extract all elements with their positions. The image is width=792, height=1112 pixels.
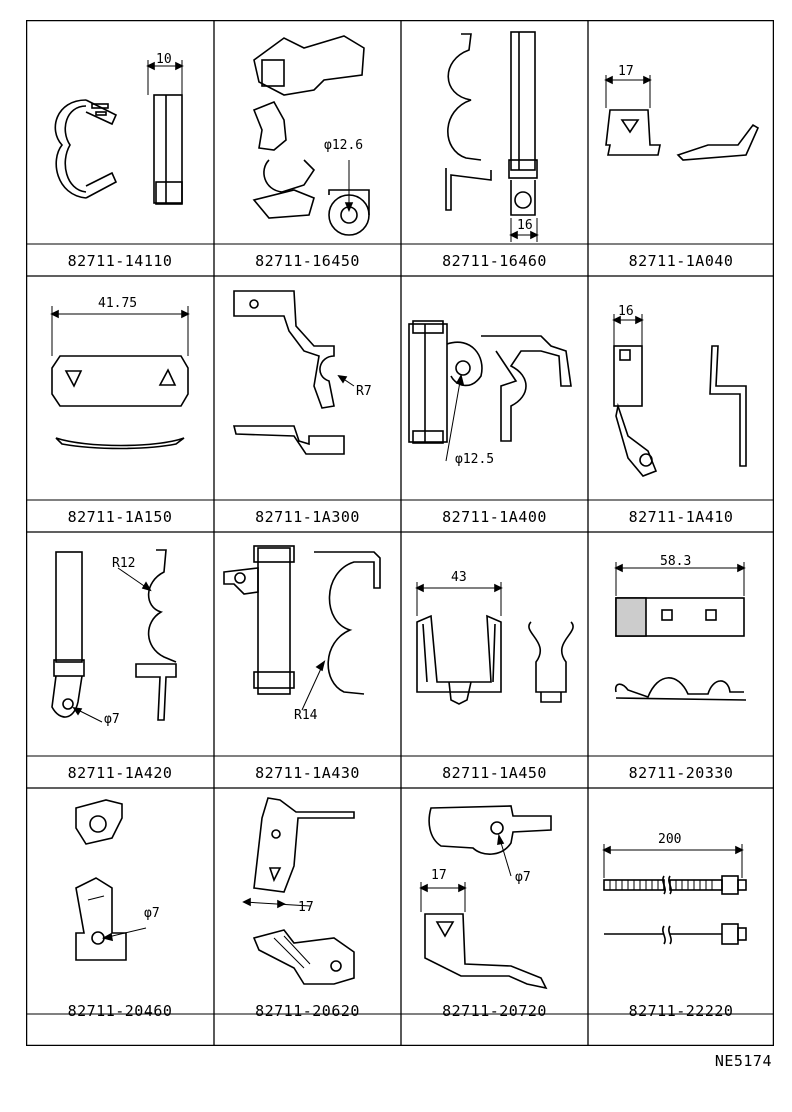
dimension-label: 17 — [618, 64, 634, 79]
part-cell-82711-20620: 17 82711-20620 — [214, 788, 401, 1026]
dimension-label: φ12.5 — [455, 452, 495, 467]
dimension-label: 200 — [658, 832, 682, 847]
clip-c-shape-illustration — [54, 60, 184, 205]
clip-r12-illustration — [51, 549, 177, 723]
part-cell-82711-20460: φ7 82711-20460 — [26, 788, 214, 1026]
part-number-label: 82711-20620 — [255, 1002, 360, 1020]
drawing-code: NE5174 — [714, 1052, 772, 1070]
part-cell-82711-20720: 17 φ7 82711-20720 — [401, 788, 588, 1026]
clip-double-loop-illustration — [445, 31, 539, 242]
part-cell-82711-16450: φ12.6 82711-16450 — [214, 20, 401, 276]
part-number-label: 82711-1A430 — [255, 764, 360, 782]
part-number-label: 82711-1A450 — [442, 764, 547, 782]
part-number-label: 82711-22220 — [628, 1002, 734, 1020]
bracket-arm-illustration — [612, 314, 747, 477]
dimension-label: 16 — [618, 304, 634, 319]
plate-illustration — [50, 306, 190, 450]
part-number-label: 82711-1A040 — [628, 252, 734, 270]
part-cell-82711-1A400: φ12.5 82711-1A400 — [401, 276, 588, 532]
dimension-label: 43 — [451, 570, 467, 585]
clip-u-frame-illustration — [415, 582, 574, 705]
part-number-label: 82711-1A300 — [255, 508, 360, 526]
clip-strip-illustration — [614, 562, 747, 701]
clip-flat-tab-illustration — [604, 75, 760, 161]
part-cell-82711-20330: 58.3 82711-20330 — [588, 532, 774, 788]
dimension-label: 16 — [517, 218, 533, 233]
dimension-label: 58.3 — [660, 554, 692, 569]
parts-grid — [26, 20, 774, 1046]
part-cell-82711-1A450: 43 82711-1A450 — [401, 532, 588, 788]
part-cell-82711-22220: 200 82711-22220 — [588, 788, 774, 1026]
part-number-label: 82711-16450 — [255, 252, 360, 270]
part-number-label: 82711-16460 — [442, 252, 547, 270]
dimension-label: φ12.6 — [324, 138, 364, 153]
part-number-label: 82711-1A400 — [442, 508, 547, 526]
part-cell-82711-1A430: R14 82711-1A430 — [214, 532, 401, 788]
dimension-label: 10 — [156, 52, 172, 67]
part-cell-82711-1A420: R12 φ7 82711-1A420 — [26, 532, 214, 788]
part-cell-82711-16460: 16 82711-16460 — [401, 20, 588, 276]
dimension-label: φ7 — [104, 712, 120, 727]
dimension-label: φ7 — [144, 906, 160, 921]
clip-bracket-illustration — [252, 35, 370, 236]
dimension-label: R14 — [294, 708, 318, 723]
part-cell-82711-1A150: 41.75 82711-1A150 — [26, 276, 214, 532]
dimension-label: φ7 — [515, 870, 531, 885]
part-number-label: 82711-1A150 — [67, 508, 173, 526]
dimension-label: 17 — [298, 900, 314, 915]
bracket-r7-illustration — [232, 290, 355, 455]
part-number-label: 82711-20330 — [628, 764, 734, 782]
part-cell-82711-1A300: R7 82711-1A300 — [214, 276, 401, 532]
dimension-label: 17 — [431, 868, 447, 883]
part-number-label: 82711-1A420 — [67, 764, 173, 782]
part-number-label: 82711-20460 — [67, 1002, 173, 1020]
part-cell-82711-14110: 10 82711-14110 — [26, 20, 214, 276]
bracket-tab-illustration — [75, 799, 147, 961]
dimension-label: R12 — [112, 556, 136, 571]
part-number-label: 82711-14110 — [67, 252, 173, 270]
part-cell-82711-1A040: 17 82711-1A040 — [588, 20, 774, 276]
dimension-label: R7 — [356, 384, 372, 399]
bracket-hook-illustration — [419, 805, 552, 990]
bracket-long-illustration — [242, 797, 355, 985]
part-number-label: 82711-20720 — [442, 1002, 547, 1020]
dimension-label: 41.75 — [98, 296, 138, 311]
cable-tie-illustration — [602, 844, 747, 945]
part-cell-82711-1A410: 16 82711-1A410 — [588, 276, 774, 532]
clip-hinge-illustration — [408, 320, 572, 462]
clip-r14-illustration — [223, 545, 381, 711]
part-number-label: 82711-1A410 — [628, 508, 734, 526]
